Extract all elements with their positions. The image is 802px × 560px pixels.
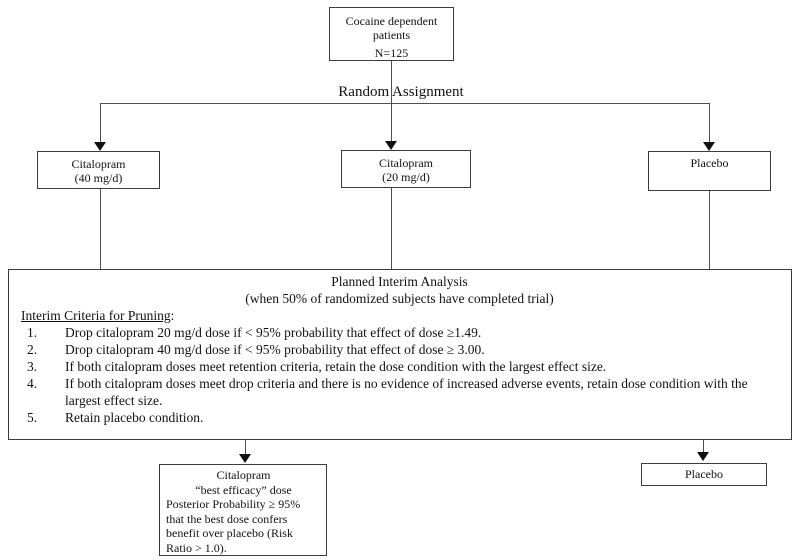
criteria-heading-colon: : (170, 308, 175, 323)
criteria-item-text: Retain placebo condition. (65, 410, 204, 425)
arrowhead-arm-placebo-icon (703, 142, 715, 151)
arm-40-line1: Citalopram (71, 157, 126, 171)
criteria-heading-text: Interim Criteria for Pruning (21, 308, 171, 323)
criteria-item: 1. Drop citalopram 20 mg/d dose if < 95%… (18, 324, 781, 341)
arrowhead-arm-20-icon (385, 141, 397, 150)
enrollment-line1: Cocaine dependent (345, 14, 438, 28)
best-dose-line: Ratio > 1.0). (166, 540, 227, 555)
arrowhead-placebo-outcome-icon (697, 452, 709, 461)
criteria-item: 4. If both citalopram doses meet drop cr… (18, 375, 781, 409)
connector-arm-40-to-interim (100, 189, 101, 269)
enrollment-n: N=125 (374, 46, 409, 60)
criteria-item-number: 4. (27, 376, 38, 391)
node-interim-analysis: Planned Interim Analysis (when 50% of ra… (8, 269, 792, 440)
connector-arm-placebo-to-interim (709, 191, 710, 269)
arrowhead-arm-40-icon (94, 142, 106, 151)
criteria-item-number: 3. (27, 359, 38, 374)
criteria-item-text: Drop citalopram 40 mg/d dose if < 95% pr… (65, 342, 485, 357)
criteria-item-text: If both citalopram doses meet drop crite… (65, 376, 748, 408)
best-dose-line: benefit over placebo (Risk (166, 526, 293, 540)
connector-interim-to-placebo-outcome (703, 440, 704, 453)
arm-40-line2: (40 mg/d) (74, 171, 123, 185)
connector-randomization-horizontal (100, 103, 710, 104)
enrollment-line2: patients (372, 28, 411, 42)
criteria-item-number: 5. (27, 410, 38, 425)
best-dose-line: Citalopram (216, 468, 271, 482)
node-enrollment: Cocaine dependent patients N=125 (329, 7, 454, 61)
best-dose-line: Posterior Probability ≥ 95% (166, 497, 301, 511)
label-random-assignment: Random Assignment (338, 84, 464, 100)
connector-arm-20-to-interim (391, 188, 392, 269)
criteria-item: 5. Retain placebo condition. (18, 409, 781, 426)
criteria-item-text: Drop citalopram 20 mg/d dose if < 95% pr… (65, 325, 482, 340)
best-dose-line: that the best dose confers (166, 511, 288, 526)
arm-20-line1: Citalopram (379, 156, 433, 170)
connector-interim-to-best-dose (245, 440, 246, 455)
node-outcome-placebo: Placebo (641, 463, 767, 486)
connector-enrollment-to-center-arm (391, 61, 392, 142)
criteria-heading: Interim Criteria for Pruning: (21, 307, 781, 324)
best-dose-line: “best efficacy” dose (195, 482, 292, 497)
outcome-placebo-label: Placebo (685, 467, 723, 481)
connector-to-arm-placebo (709, 103, 710, 143)
criteria-item-number: 1. (27, 325, 38, 340)
interim-title: Planned Interim Analysis (331, 274, 468, 289)
criteria-item: 2. Drop citalopram 40 mg/d dose if < 95%… (18, 341, 781, 358)
interim-subtitle: (when 50% of randomized subjects have co… (245, 291, 554, 306)
arm-20-line2: (20 mg/d) (382, 170, 430, 184)
node-arm-placebo: Placebo (648, 151, 771, 191)
node-arm-citalopram-20: Citalopram (20 mg/d) (341, 150, 471, 188)
arm-placebo-label: Placebo (690, 156, 729, 170)
connector-to-arm-40 (100, 103, 101, 143)
criteria-item: 3. If both citalopram doses meet retenti… (18, 358, 781, 375)
criteria-item-number: 2. (27, 342, 38, 357)
node-outcome-best-dose: Citalopram “best efficacy” dose Posterio… (159, 464, 327, 556)
node-arm-citalopram-40: Citalopram (40 mg/d) (37, 151, 160, 189)
arrowhead-best-dose-icon (239, 454, 251, 463)
criteria-item-text: If both citalopram doses meet retention … (65, 359, 607, 374)
